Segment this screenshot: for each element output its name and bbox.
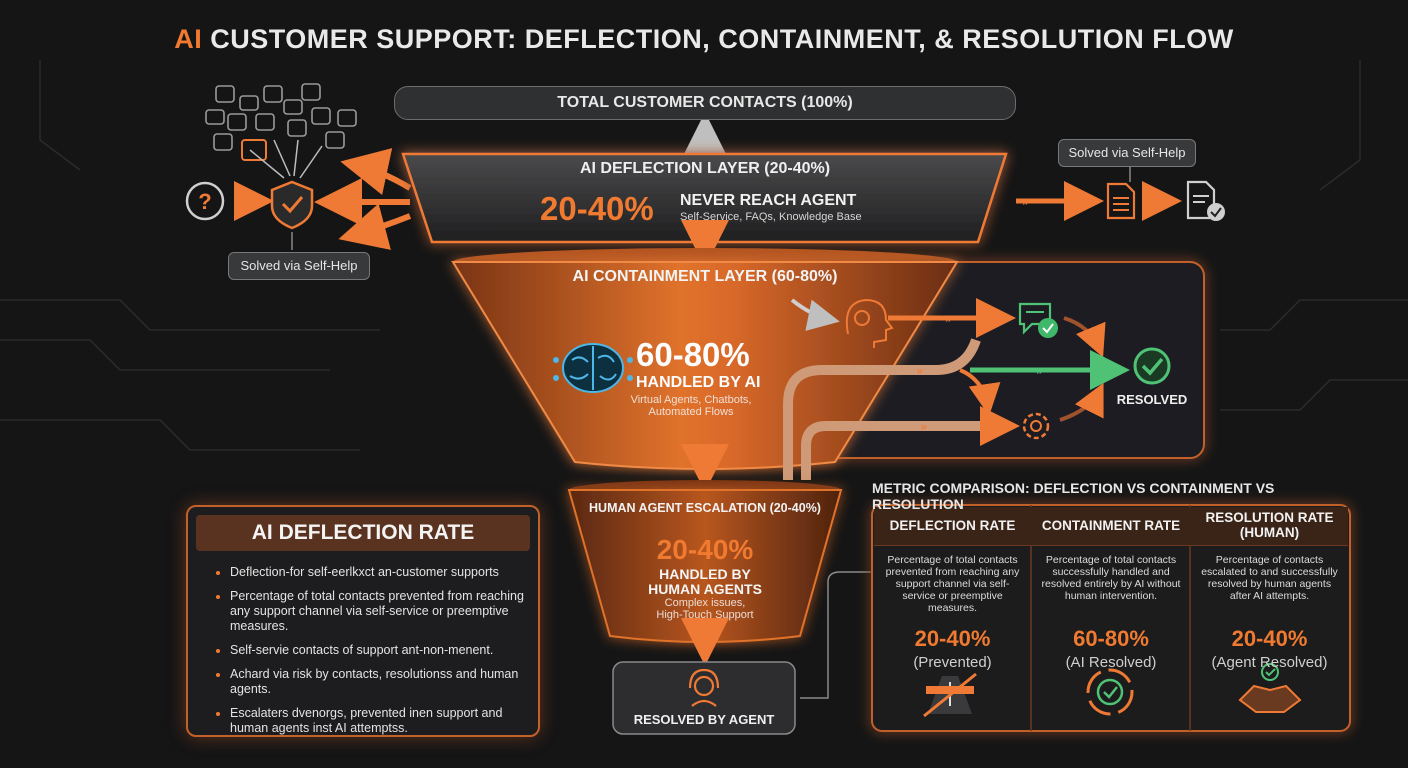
- metric-col-deflection: DEFLECTION RATE Percentage of total cont…: [874, 505, 1031, 731]
- metric-sub: (Agent Resolved): [1211, 654, 1328, 671]
- metric-value: 20-40%: [1231, 626, 1308, 651]
- self-help-tag-right: Solved via Self-Help: [1058, 139, 1196, 167]
- metric-panel-frame: [871, 504, 1351, 732]
- metric-table: DEFLECTION RATE Percentage of total cont…: [874, 505, 1348, 731]
- title-prefix: AI: [174, 24, 203, 54]
- escalation-pipe-upper: [783, 338, 981, 480]
- containment-sub-2: Automated Flows: [648, 406, 734, 418]
- resolved-label: RESOLVED: [1116, 392, 1188, 407]
- containment-sub-1: Virtual Agents, Chatbots,: [630, 394, 752, 406]
- deflection-headline: NEVER REACH AGENT: [680, 192, 857, 209]
- title-text: CUSTOMER SUPPORT: DEFLECTION, CONTAINMEN…: [210, 24, 1234, 54]
- chevrons-glyph-3: »: [1036, 364, 1043, 378]
- head-gear-icon: [845, 298, 894, 348]
- containment-percent: 60-80%: [636, 336, 750, 373]
- document-check-icon: [1186, 180, 1225, 221]
- gear-icon: [1022, 412, 1050, 440]
- brain-icon: [553, 343, 633, 393]
- chevrons-glyph-4: »: [916, 364, 923, 378]
- question-mark-glyph: ?: [198, 189, 211, 214]
- document-icon: [1106, 182, 1136, 220]
- human-headline-2: HUMAN AGENTS: [648, 581, 762, 597]
- total-contacts-pill: TOTAL CUSTOMER CONTACTS (100%): [394, 86, 1016, 120]
- chat-check-icon: [1018, 302, 1058, 338]
- blocked-road-icon: [923, 672, 977, 718]
- chevrons-glyph-2: »: [945, 312, 952, 326]
- containment-headline: HANDLED BY AI: [636, 374, 761, 391]
- deflection-layer-label: AI DEFLECTION LAYER (20-40%): [579, 160, 831, 177]
- deflection-sub: Self-Service, FAQs, Knowledge Base: [680, 211, 862, 223]
- deflection-bullet: Achard via risk by contacts, resolutions…: [230, 667, 530, 697]
- arrow-to-head-gear: [790, 298, 840, 331]
- deflection-panel-title: AI DEFLECTION RATE: [196, 515, 530, 551]
- resolved-by-agent-label: RESOLVED BY AGENT: [633, 712, 775, 727]
- metric-head: CONTAINMENT RATE: [1032, 505, 1190, 546]
- resolved-by-agent-box: [612, 661, 796, 735]
- human-headline-1: HANDLED BY: [659, 566, 751, 582]
- deflection-bullet: Escalaters dvenorgs, prevented inen supp…: [230, 706, 530, 736]
- handshake-icon: [1238, 663, 1302, 713]
- human-sub-1: Complex issues,: [664, 597, 746, 609]
- containment-layer-label: AI CONTAINMENT LAYER (60-80%): [572, 268, 838, 285]
- metric-title: METRIC COMPARISON: DEFLECTION VS CONTAIN…: [872, 480, 1275, 512]
- chevrons-glyph-5: »: [920, 420, 927, 434]
- check-circle-icon: [1133, 347, 1171, 385]
- deflection-layer-shape: [401, 152, 1008, 244]
- deflection-return-arrows: [314, 148, 412, 250]
- page-title: AI CUSTOMER SUPPORT: DEFLECTION, CONTAIN…: [0, 24, 1408, 55]
- metric-head: RESOLUTION RATE (HUMAN): [1191, 505, 1348, 546]
- metric-value: 20-40%: [914, 626, 991, 651]
- deflection-bullet: Deflection-for self-eerlkxct an-customer…: [230, 565, 530, 580]
- deflection-bullet: Self-servie contacts of support ant-non-…: [230, 643, 530, 658]
- human-sub-2: High-Touch Support: [656, 609, 754, 621]
- metric-value: 60-80%: [1073, 626, 1149, 651]
- arrow-to-gear: [959, 368, 1001, 416]
- question-bubbles-cluster: [205, 83, 357, 151]
- metric-header-band: [874, 507, 1348, 545]
- metric-sub: (Prevented): [913, 654, 992, 671]
- metric-head: DEFLECTION RATE: [874, 505, 1031, 546]
- deflection-rate-panel: AI DEFLECTION RATE Deflection-for self-e…: [186, 505, 540, 737]
- metric-col-resolution: RESOLUTION RATE (HUMAN) Percentage of co…: [1191, 505, 1348, 731]
- escalation-pipe-lower: [801, 421, 1002, 480]
- deflection-bullet: Percentage of total contacts prevented f…: [230, 589, 530, 634]
- shield-check-mark: [281, 196, 304, 214]
- metric-desc: Percentage of total contacts successfull…: [1041, 554, 1181, 602]
- chevrons-glyph: »: [1022, 195, 1029, 209]
- self-help-tag-left: Solved via Self-Help: [228, 252, 370, 280]
- chat-bubble-orange-icon: [241, 139, 267, 161]
- arrow-chat-to-resolved: [1063, 316, 1106, 358]
- metric-desc: Percentage of total contacts prevented f…: [885, 554, 1020, 614]
- human-layer-label: HUMAN AGENT ESCALATION (20-40%): [589, 501, 821, 515]
- metric-desc: Percentage of contacts escalated to and …: [1201, 554, 1338, 602]
- arrow-gear-to-resolved: [1059, 382, 1104, 422]
- headset-agent-icon: [688, 668, 720, 707]
- cycle-check-icon: [1086, 668, 1134, 716]
- metric-connector: [800, 571, 872, 699]
- deflection-bullet-list: Deflection-for self-eerlkxct an-customer…: [214, 565, 530, 745]
- question-bubble-icon: [185, 181, 225, 221]
- metric-col-containment: CONTAINMENT RATE Percentage of total con…: [1032, 505, 1190, 731]
- deflection-percent: 20-40%: [540, 190, 654, 227]
- shield-check-icon: [270, 180, 314, 230]
- metric-sub: (AI Resolved): [1065, 654, 1157, 671]
- converging-lines: [249, 139, 323, 179]
- human-percent: 20-40%: [656, 534, 754, 565]
- circuit-traces: [0, 60, 1408, 451]
